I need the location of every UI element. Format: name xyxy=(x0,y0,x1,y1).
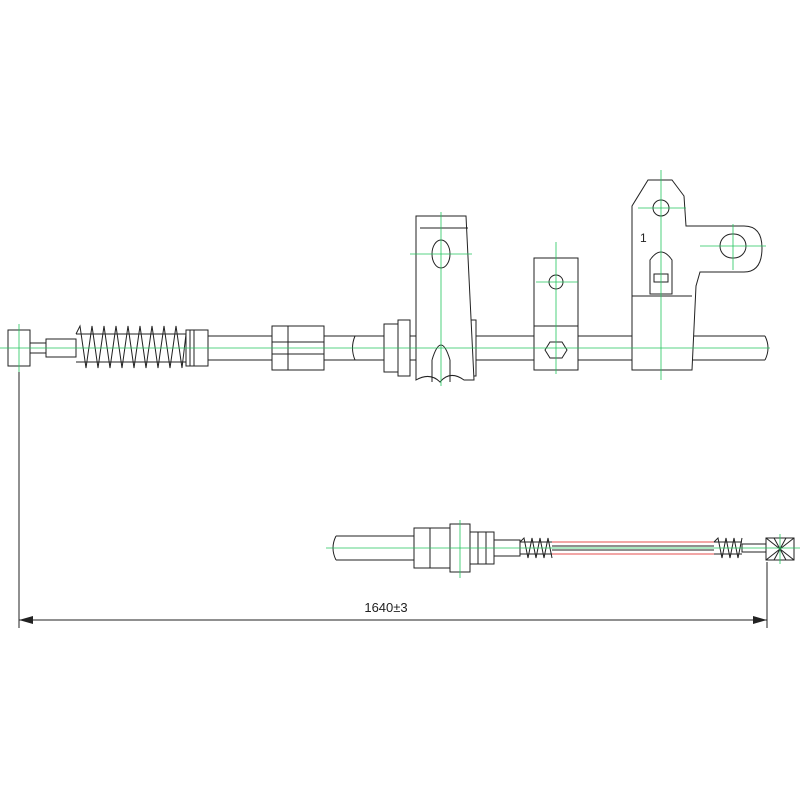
bracket-mark-label: 1 xyxy=(640,231,647,245)
mounting-bracket-3: 1 xyxy=(631,179,763,371)
mounting-bracket-1 xyxy=(415,215,475,383)
inner-wire xyxy=(552,541,714,555)
upper-center-lines xyxy=(0,170,770,386)
overall-length-dimension: 1640±3 xyxy=(18,372,768,628)
cable-end-nipple xyxy=(741,537,795,561)
return-spring-left xyxy=(519,536,553,559)
dimension-label: 1640±3 xyxy=(364,600,407,615)
bellows-boot xyxy=(75,324,209,369)
upper-cable-assembly: 1 xyxy=(0,170,770,386)
lower-center-lines xyxy=(326,520,800,578)
lower-cable-assembly xyxy=(326,520,800,578)
